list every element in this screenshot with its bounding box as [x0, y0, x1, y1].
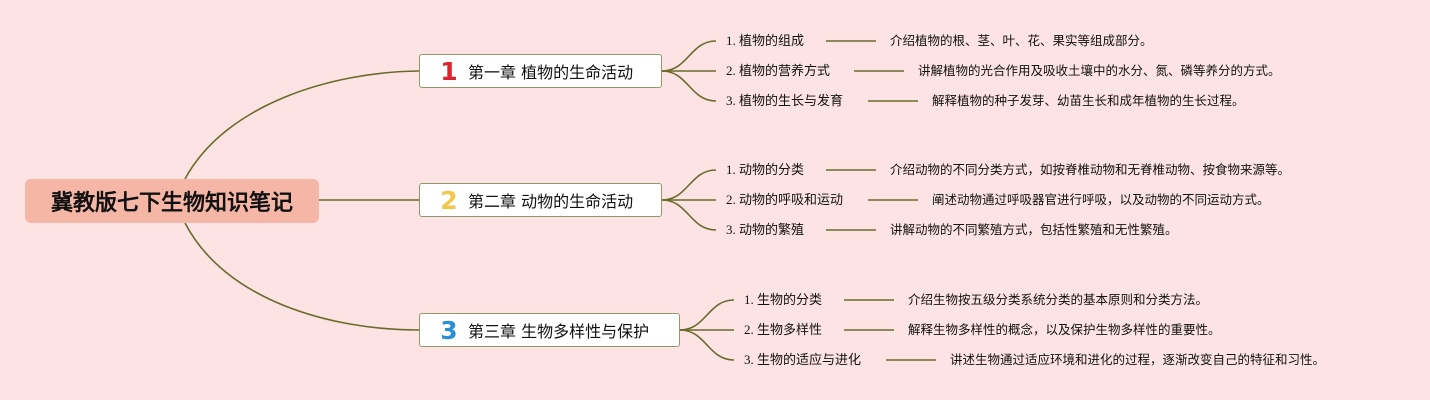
connector-root-ch1 [184, 70, 420, 180]
chapter-2-title: 第二章 动物的生命活动 [468, 192, 634, 211]
chapter-2-item-2-desc: 阐述动物通过呼吸器官进行呼吸，以及动物的不同运动方式。 [932, 192, 1270, 207]
connector-ch3-item3 [679, 329, 735, 361]
connector-ch1-item3 [661, 70, 717, 102]
chapter-3-item-2-desc: 解释生物多样性的概念，以及保护生物多样性的重要性。 [908, 322, 1221, 337]
connector-ch2-item3 [661, 199, 717, 231]
chapter-3-item-1-label[interactable]: 1. 生物的分类 [744, 292, 823, 307]
chapter-1-item-3-desc: 解释植物的种子发芽、幼苗生长和成年植物的生长过程。 [932, 93, 1245, 108]
chapter-1-title: 第一章 植物的生命活动 [468, 63, 634, 82]
connector-root-ch3 [184, 222, 420, 331]
chapter-1-item-1-desc: 介绍植物的根、茎、叶、花、果实等组成部分。 [890, 33, 1153, 48]
chapter-1-item-1-label[interactable]: 1. 植物的组成 [726, 33, 805, 48]
chapter-2-item-1-desc: 介绍动物的不同分类方式，如按脊椎动物和无脊椎动物、按食物来源等。 [890, 162, 1291, 177]
connector-ch1-item1 [661, 40, 717, 72]
connector-ch2-item1 [661, 169, 717, 201]
chapter-1-node[interactable]: 1 第一章 植物的生命活动 [419, 54, 662, 88]
chapter-2-item-3-desc: 讲解动物的不同繁殖方式，包括性繁殖和无性繁殖。 [890, 222, 1178, 237]
chapter-3-number-icon: 3 [440, 315, 458, 345]
chapter-3-title: 第三章 生物多样性与保护 [468, 322, 650, 341]
chapter-1-number-icon: 1 [440, 56, 458, 86]
root-title: 冀教版七下生物知识笔记 [50, 191, 293, 216]
chapter-2-number-icon: 2 [440, 185, 458, 215]
chapter-2-item-1-label[interactable]: 1. 动物的分类 [726, 162, 805, 177]
chapter-2-node[interactable]: 2 第二章 动物的生命活动 [419, 183, 662, 217]
chapter-1-item-2-label[interactable]: 2. 植物的营养方式 [726, 63, 831, 78]
chapter-1-item-3-label[interactable]: 3. 植物的生长与发育 [726, 93, 844, 108]
chapter-2-item-3-label[interactable]: 3. 动物的繁殖 [726, 222, 805, 237]
chapter-3-item-2-label[interactable]: 2. 生物多样性 [744, 322, 823, 337]
chapter-3-item-3-label[interactable]: 3. 生物的适应与进化 [744, 352, 862, 367]
connector-ch3-item1 [679, 299, 735, 331]
chapter-2-item-2-label[interactable]: 2. 动物的呼吸和运动 [726, 192, 844, 207]
root-node[interactable]: 冀教版七下生物知识笔记 [25, 179, 319, 223]
chapter-1-item-2-desc: 讲解植物的光合作用及吸收土壤中的水分、氮、磷等养分的方式。 [918, 63, 1281, 78]
chapter-3-item-3-desc: 讲述生物通过适应环境和进化的过程，逐渐改变自己的特征和习性。 [950, 352, 1326, 367]
chapter-3-node[interactable]: 3 第三章 生物多样性与保护 [419, 313, 680, 347]
chapter-3-item-1-desc: 介绍生物按五级分类系统分类的基本原则和分类方法。 [908, 292, 1209, 307]
